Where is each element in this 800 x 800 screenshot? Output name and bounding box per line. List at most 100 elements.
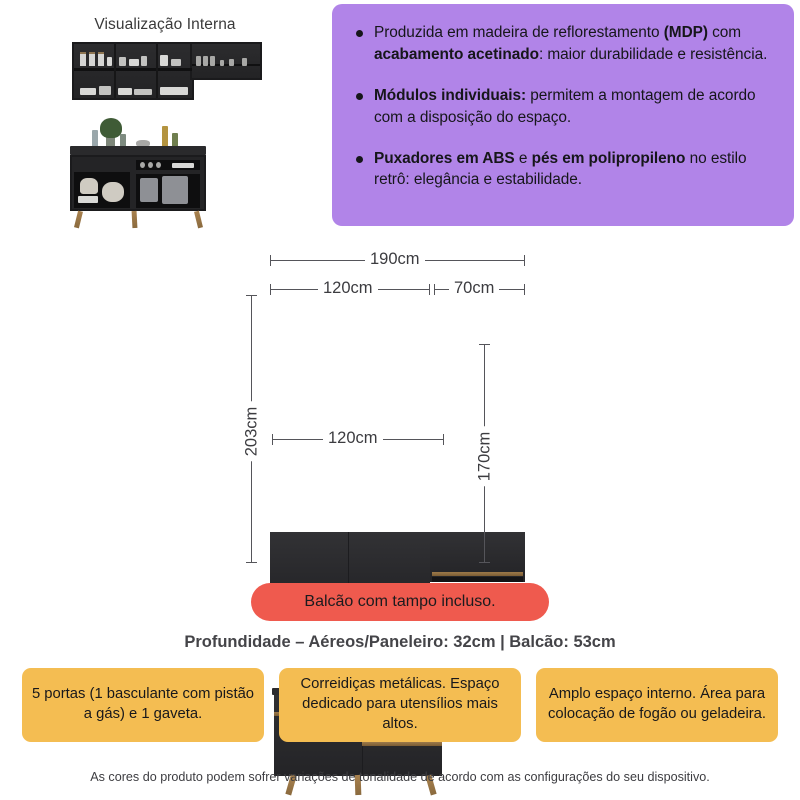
tray bbox=[160, 87, 188, 95]
leg bbox=[194, 210, 203, 229]
top-section: Visualização Interna bbox=[0, 0, 800, 232]
cup bbox=[107, 57, 112, 66]
feature-boxes-row: 5 portas (1 basculante com pistão a gás)… bbox=[22, 668, 778, 742]
dimension-label-upper-right-height: 170cm bbox=[475, 426, 495, 487]
glass bbox=[220, 60, 224, 66]
cup bbox=[141, 56, 147, 66]
leg bbox=[74, 210, 83, 229]
dimension-label-total-width: 190cm bbox=[365, 250, 425, 269]
color-disclaimer: As cores do produto podem sofrer variaçõ… bbox=[90, 770, 710, 784]
handle-strip bbox=[362, 742, 442, 746]
dimension-tick bbox=[524, 284, 526, 295]
canister bbox=[140, 178, 158, 202]
cup bbox=[140, 162, 145, 168]
shelf bbox=[74, 68, 192, 71]
leg bbox=[131, 210, 138, 229]
upper-niche bbox=[136, 160, 200, 170]
feature-bullet: Módulos individuais: permitem a montagem… bbox=[350, 85, 772, 129]
dimension-diagram: 190cm 120cm 70cm 203cm 170cm 120cm bbox=[0, 232, 800, 796]
dimension-tick bbox=[429, 284, 431, 295]
cup bbox=[148, 162, 153, 168]
feature-box: Correidiças metálicas. Espaço dedicado p… bbox=[279, 668, 521, 742]
glass bbox=[203, 56, 208, 66]
feature-bullet-text: Produzida em madeira de reflorestamento … bbox=[374, 22, 772, 66]
dimension-label-total-height: 203cm bbox=[242, 401, 262, 462]
wall-cabinet-right-box bbox=[190, 42, 262, 80]
bullet-dot-icon bbox=[356, 92, 363, 100]
bullet-segment-bold: acabamento acetinado bbox=[374, 45, 539, 63]
wine-bottle bbox=[162, 126, 168, 147]
jar bbox=[80, 52, 86, 66]
plant-foliage bbox=[100, 118, 122, 138]
shelf bbox=[192, 64, 260, 66]
feature-bullet: Puxadores em ABS e pés em polipropileno … bbox=[350, 148, 772, 192]
feature-box-text: Correidiças metálicas. Espaço dedicado p… bbox=[300, 676, 500, 732]
feature-bullet-text: Módulos individuais: permitem a montagem… bbox=[374, 85, 772, 129]
feature-bullet: Produzida em madeira de reflorestamento … bbox=[350, 22, 772, 66]
jar bbox=[89, 52, 95, 66]
door-split bbox=[348, 532, 349, 604]
dimension-label-upper-right-width: 70cm bbox=[449, 279, 500, 298]
upper-cabinet-right bbox=[430, 532, 525, 582]
bowl bbox=[129, 59, 139, 66]
feature-box: Amplo espaço interno. Área para colocaçã… bbox=[536, 668, 778, 742]
dimension-tick bbox=[479, 344, 490, 346]
counter-cutaway-illustration bbox=[62, 112, 214, 230]
bullet-dot-icon bbox=[356, 155, 363, 163]
tray bbox=[134, 89, 152, 95]
bullet-segment: Produzida em madeira de reflorestamento bbox=[374, 24, 664, 41]
plate-stack bbox=[118, 88, 132, 95]
internal-visualization: Visualização Interna bbox=[0, 0, 330, 232]
bottle bbox=[92, 130, 98, 147]
dimension-label-upper-left-width: 120cm bbox=[318, 279, 378, 298]
wall-cabinet-cutaway-illustration bbox=[72, 38, 262, 100]
feature-box-text: Amplo espaço interno. Área para colocaçã… bbox=[547, 686, 766, 722]
bottle bbox=[172, 133, 178, 147]
depth-info: Profundidade – Aéreos/Paneleiro: 32cm | … bbox=[184, 633, 616, 651]
tray bbox=[172, 163, 194, 168]
cup bbox=[119, 57, 126, 66]
dimension-tick bbox=[443, 434, 445, 445]
dimension-tick bbox=[272, 434, 274, 445]
dimension-label-counter-width: 120cm bbox=[323, 429, 383, 448]
features-panel: Produzida em madeira de reflorestamento … bbox=[332, 4, 794, 226]
bullet-segment-bold: pés em polipropileno bbox=[531, 149, 686, 167]
bullet-segment-bold: (MDP) bbox=[663, 24, 708, 41]
dimension-tick bbox=[246, 295, 257, 297]
glass bbox=[210, 56, 215, 66]
glass bbox=[196, 56, 201, 66]
glass bbox=[242, 58, 247, 66]
counter-included-badge-label: Balcão com tampo incluso. bbox=[304, 593, 496, 610]
planter bbox=[106, 136, 115, 147]
dimension-tick bbox=[524, 255, 526, 266]
dimension-tick bbox=[270, 284, 272, 295]
bowl bbox=[102, 182, 124, 202]
feature-bullet-text: Puxadores em ABS e pés em polipropileno … bbox=[374, 148, 772, 192]
handle-strip bbox=[432, 572, 523, 576]
bowl bbox=[136, 140, 150, 147]
container bbox=[160, 55, 168, 66]
shelf-divider bbox=[114, 44, 116, 98]
cup bbox=[156, 162, 161, 168]
feature-box: 5 portas (1 basculante com pistão a gás)… bbox=[22, 668, 264, 742]
bowl bbox=[171, 59, 181, 66]
jar bbox=[98, 52, 104, 66]
shelf-divider bbox=[156, 44, 158, 98]
dimension-tick bbox=[434, 284, 436, 295]
air-fryer bbox=[162, 176, 188, 204]
dimension-tick bbox=[246, 562, 257, 564]
bullet-segment: com bbox=[707, 24, 742, 41]
internal-view-title: Visualização Interna bbox=[94, 16, 236, 33]
feature-box-text: 5 portas (1 basculante com pistão a gás)… bbox=[31, 686, 255, 722]
plate-stack bbox=[80, 88, 96, 95]
dimension-tick bbox=[270, 255, 272, 266]
bullet-segment: : maior durabilidade e resistência. bbox=[538, 45, 768, 63]
bullet-segment: permitem a montagem de acordo com a disp… bbox=[374, 86, 756, 126]
base-shadow bbox=[432, 577, 523, 582]
bullet-segment: no estilo retrô: elegância e estabilidad… bbox=[374, 149, 747, 189]
plate-stack bbox=[78, 196, 98, 203]
bottle bbox=[120, 134, 126, 147]
bullet-dot-icon bbox=[356, 30, 363, 37]
counter-included-badge: Balcão com tampo incluso. bbox=[251, 583, 549, 621]
dimension-tick bbox=[479, 562, 490, 564]
